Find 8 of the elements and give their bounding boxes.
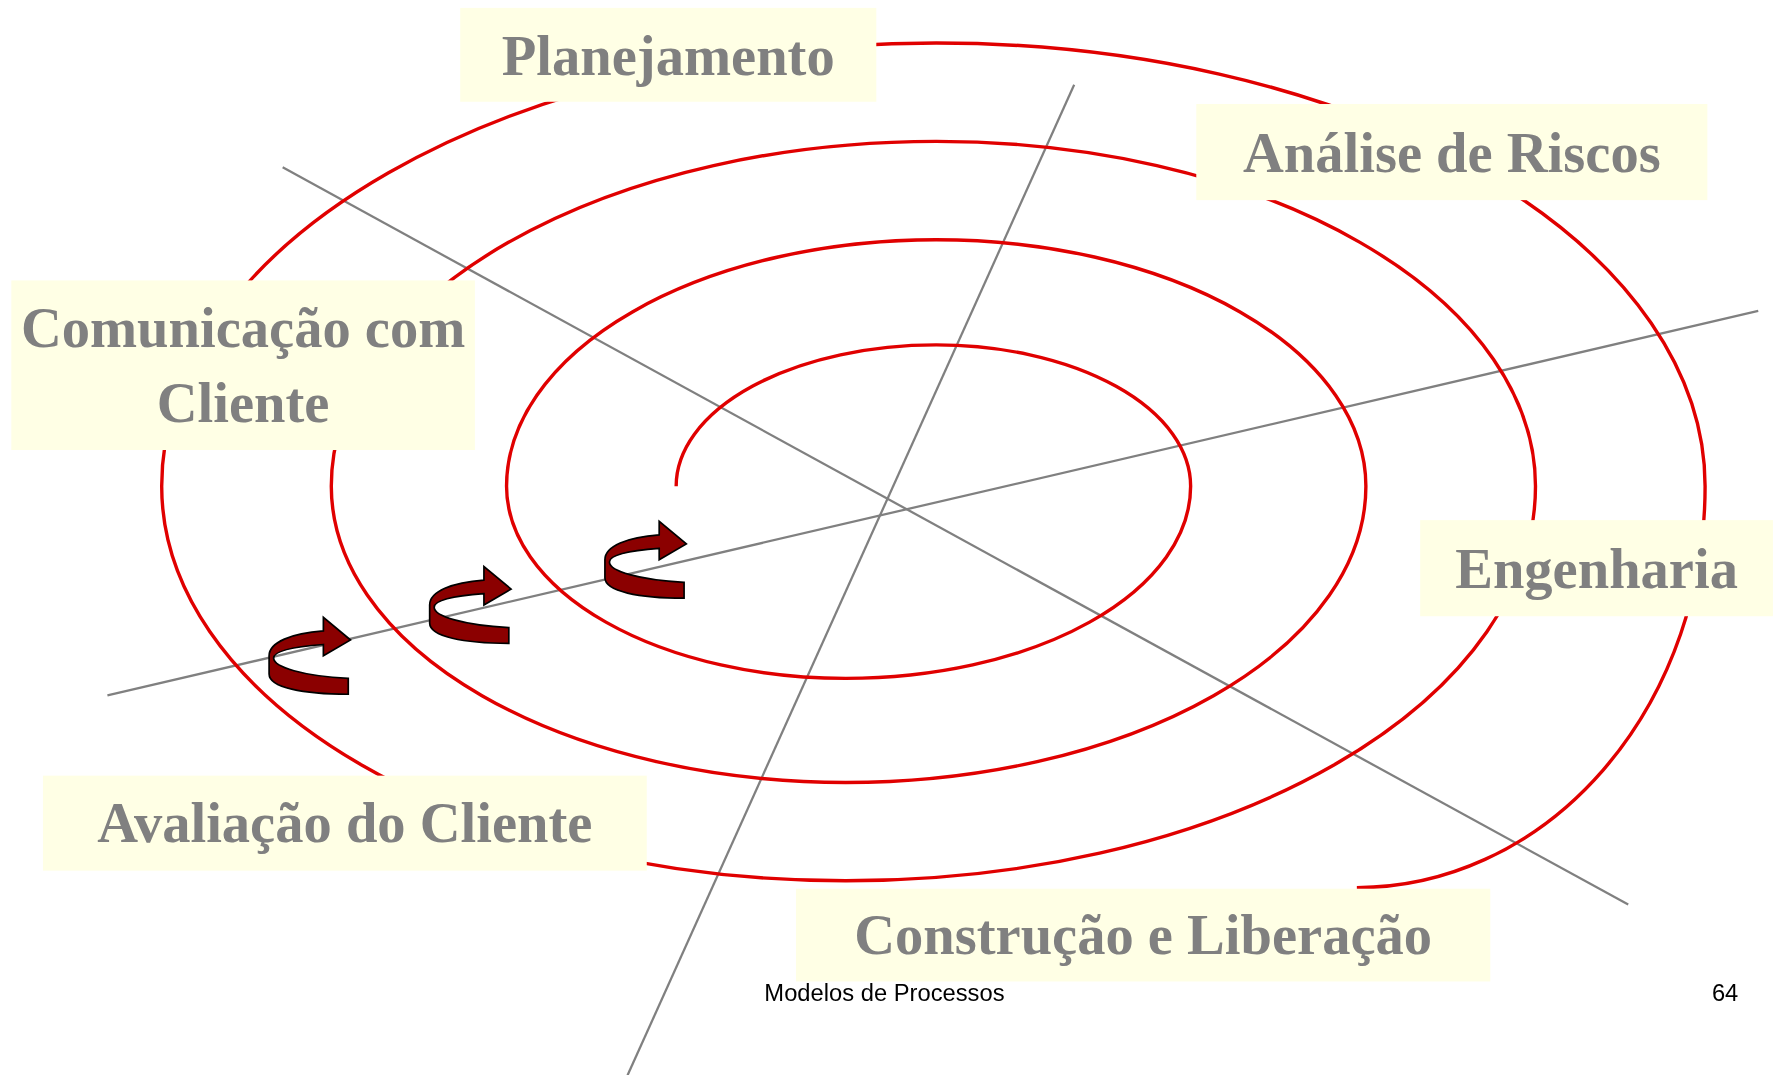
phase-label: Engenharia (1420, 520, 1773, 617)
page-number: 64 (1711, 979, 1739, 1007)
phase-label: Comunicação com Cliente (11, 280, 475, 450)
phase-label: Avaliação do Cliente (42, 775, 647, 871)
phase-label: Construção e Liberação (796, 888, 1491, 982)
phase-label: Análise de Riscos (1196, 104, 1708, 201)
footer-text: Modelos de Processos (764, 979, 1005, 1007)
phase-label: Planejamento (460, 7, 877, 102)
